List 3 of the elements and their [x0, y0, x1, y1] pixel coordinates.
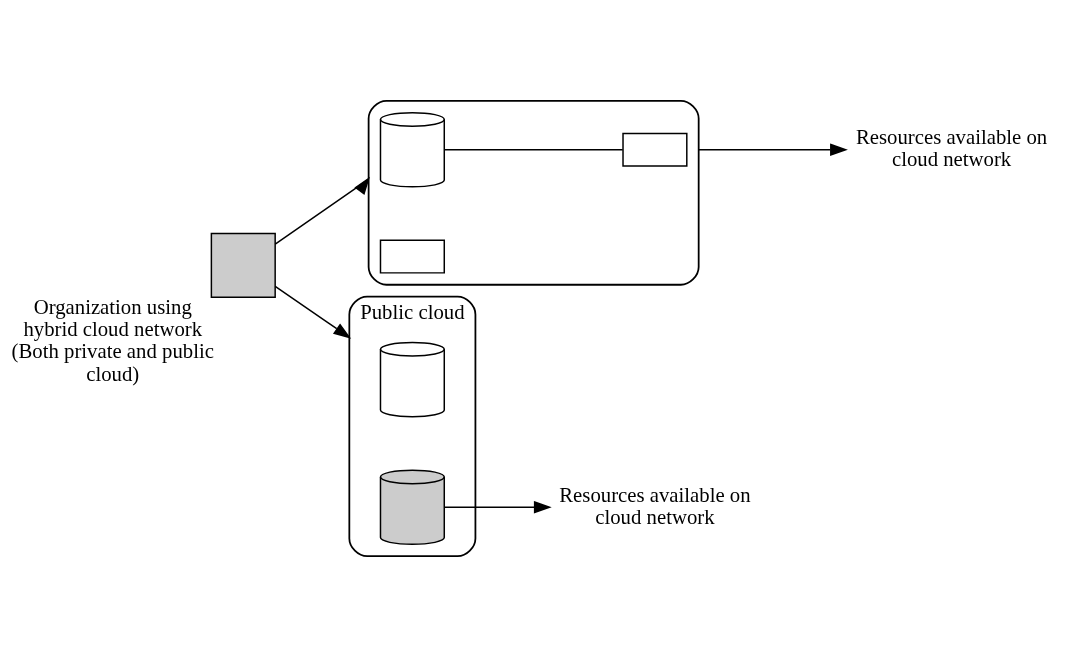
- node-label: Organization using hybrid cloud network (Both private and public cloud): [11, 295, 214, 385]
- node-text: Resources available on cloud network: [855, 125, 1048, 170]
- node-text: Resources available on cloud network: [559, 483, 751, 528]
